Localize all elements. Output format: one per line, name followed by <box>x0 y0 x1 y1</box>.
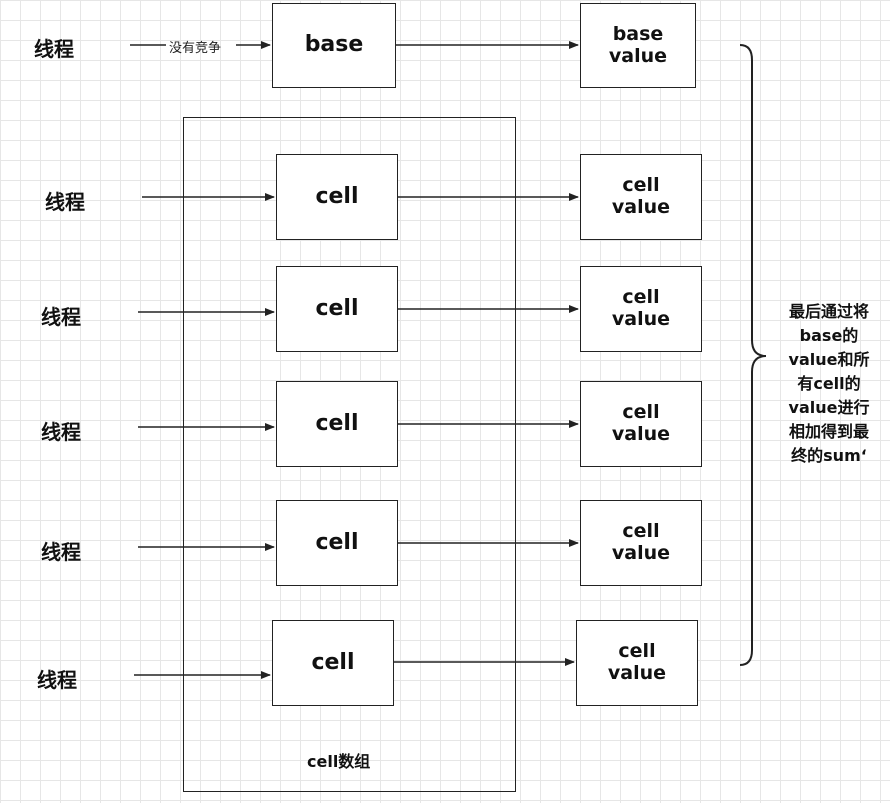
sum-note-line-3: value和所 <box>788 350 870 369</box>
cell-value-1-line1: cell <box>622 174 660 197</box>
cell-box-4: cell <box>276 500 398 586</box>
cell-label-2: cell <box>315 295 359 321</box>
sum-note-line-5: value进行 <box>788 398 870 417</box>
thread-label-5: 线程 <box>37 668 77 692</box>
sum-note-line-6: 相加得到最 <box>788 422 869 441</box>
cell-value-4-line1: cell <box>622 520 660 543</box>
cell-value-box-4: cell value <box>580 500 702 586</box>
thread-label-1: 线程 <box>45 190 85 214</box>
cell-box-1: cell <box>276 154 398 240</box>
sum-note-line-2: base的 <box>799 326 859 345</box>
cell-label-5: cell <box>311 649 355 675</box>
base-label: base <box>304 32 364 58</box>
sum-note-line-1: 最后通过将 <box>788 302 869 321</box>
sum-note: 最后通过将 base的 value和所 有cell的 value进行 相加得到最… <box>770 300 888 468</box>
cell-label-4: cell <box>315 529 359 555</box>
cell-value-3-line1: cell <box>622 401 660 424</box>
cell-value-1-line2: value <box>611 196 671 218</box>
cell-label-1: cell <box>315 183 359 209</box>
cell-value-3-line2: value <box>611 423 671 445</box>
base-value-line1: base <box>612 22 664 45</box>
cell-label-3: cell <box>315 410 359 436</box>
base-box: base <box>272 3 396 88</box>
thread-label-base: 线程 <box>34 37 74 61</box>
cell-array-container <box>183 117 516 792</box>
cell-array-label: cell数组 <box>307 752 371 771</box>
no-contention-label: 没有竞争 <box>169 41 222 56</box>
sum-brace <box>739 44 767 666</box>
cell-value-5-line1: cell <box>618 640 656 663</box>
thread-label-4: 线程 <box>41 540 81 564</box>
sum-note-line-4: 有cell的 <box>797 374 861 393</box>
base-value-box: base value <box>580 3 696 88</box>
thread-label-2: 线程 <box>41 305 81 329</box>
cell-value-box-2: cell value <box>580 266 702 352</box>
sum-note-line-7: 终的sum‘ <box>791 446 867 465</box>
cell-box-2: cell <box>276 266 398 352</box>
thread-label-3: 线程 <box>41 420 81 444</box>
cell-value-5-line2: value <box>607 662 667 684</box>
cell-value-2-line2: value <box>611 308 671 330</box>
cell-box-5: cell <box>272 620 394 706</box>
cell-value-4-line2: value <box>611 542 671 564</box>
cell-value-2-line1: cell <box>622 286 660 309</box>
cell-value-box-3: cell value <box>580 381 702 467</box>
cell-value-box-1: cell value <box>580 154 702 240</box>
cell-box-3: cell <box>276 381 398 467</box>
base-value-line2: value <box>608 44 668 67</box>
cell-value-box-5: cell value <box>576 620 698 706</box>
